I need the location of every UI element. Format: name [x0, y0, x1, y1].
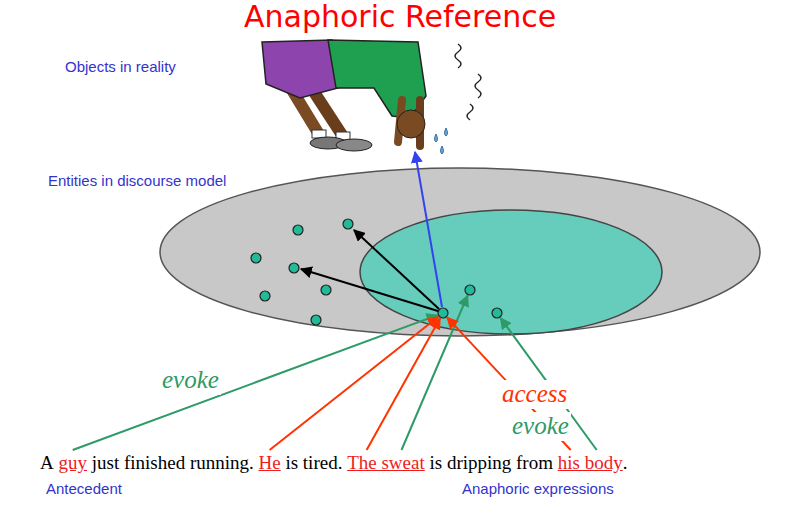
entity-dot: [260, 291, 270, 301]
entity-dot: [321, 285, 331, 295]
entity-dot: [492, 308, 502, 318]
level-label: Entities in discourse model: [48, 172, 226, 189]
entity-dots: [251, 219, 502, 325]
anaphoric-word: He: [259, 452, 281, 474]
reference-arrow: [415, 152, 442, 307]
anaphora-arrow: [270, 317, 439, 450]
sentence-word: is tired.: [285, 452, 342, 474]
anaphoric-word: his body: [558, 452, 623, 474]
fatigue-squiggle: [467, 104, 473, 120]
fatigue-squiggle: [475, 74, 481, 98]
sweat-drop: [441, 146, 444, 154]
runner-figure: [262, 40, 481, 154]
relation-arrow: [301, 269, 438, 311]
active-entities-ellipse: [360, 210, 662, 334]
role-label: Anaphoric expressions: [462, 480, 614, 497]
entity-dot: [289, 263, 299, 273]
relation-label: access: [500, 380, 569, 409]
sentence-word: just finished running.: [92, 452, 254, 474]
example-sentence: Aguyjust finished running.Heis tired.The…: [40, 452, 627, 474]
entity-dot: [251, 253, 261, 263]
sentence-word: A: [40, 452, 54, 474]
relation-label: evoke: [510, 412, 571, 441]
anaphora-arrow: [73, 315, 438, 450]
sweat-drop: [445, 128, 448, 136]
anaphoric-word: guy: [58, 452, 87, 474]
runner-shorts: [262, 40, 338, 98]
sweat-drop: [435, 134, 438, 142]
role-label: Antecedent: [46, 480, 122, 497]
sentence-word: .: [623, 452, 628, 474]
anaphoric-word: The sweat: [347, 452, 425, 474]
runner-shoe: [336, 139, 372, 151]
entity-dot: [438, 308, 448, 318]
relation-arrow: [354, 230, 439, 309]
entity-dot: [311, 315, 321, 325]
sentence-word: is dripping from: [429, 452, 553, 474]
runner-head: [397, 110, 425, 138]
diagram-title: Anaphoric Reference: [240, 0, 560, 35]
fatigue-squiggle: [455, 44, 461, 68]
anaphora-arrow: [501, 318, 597, 450]
entity-dot: [343, 219, 353, 229]
entity-dot: [465, 285, 475, 295]
runner-shirt: [328, 40, 426, 118]
entity-dot: [293, 225, 303, 235]
anaphora-arrow: [402, 296, 468, 451]
level-label: Objects in reality: [65, 58, 176, 75]
anaphora-arrow: [447, 317, 571, 450]
relation-label: evoke: [160, 366, 221, 395]
